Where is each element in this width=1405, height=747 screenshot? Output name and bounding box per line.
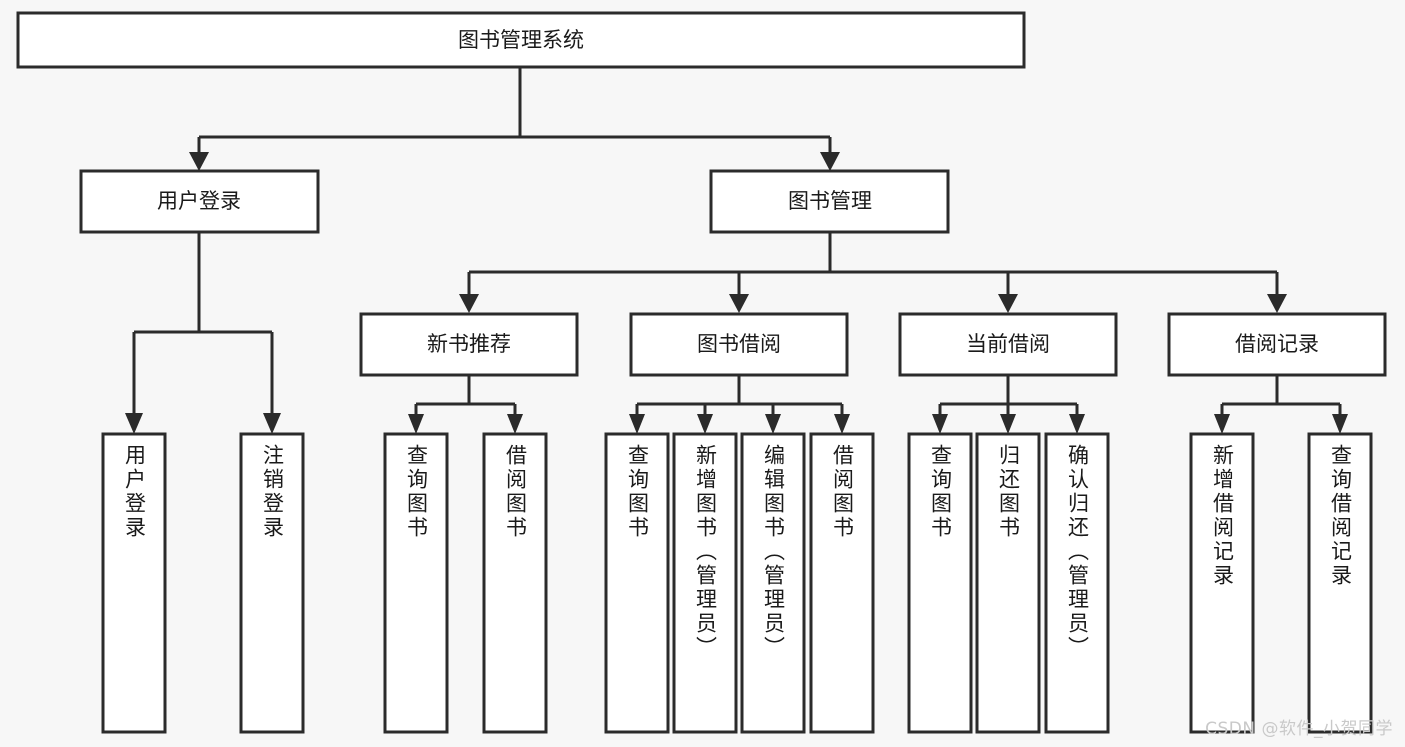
node-root-label: 图书管理系统: [458, 28, 584, 52]
leaf-box-user-login-2[interactable]: [239, 432, 305, 734]
leaf-boxes-book-borrow: [604, 432, 875, 734]
node-current-borrow-label: 当前借阅: [966, 332, 1050, 356]
node-book-borrow-box[interactable]: [629, 312, 849, 377]
node-current-borrow-box[interactable]: [898, 312, 1118, 377]
arrow-head-icon: [765, 414, 781, 434]
connector-group-book-manage: [459, 232, 1287, 313]
leaf-box-current-borrow-3[interactable]: [1044, 432, 1110, 734]
leaf-box-book-borrow-4[interactable]: [809, 432, 875, 734]
arrow-head-icon: [729, 294, 749, 313]
arrow-head-icon: [697, 414, 713, 434]
node-root-box[interactable]: [16, 11, 1026, 69]
node-borrow-record-box[interactable]: [1167, 312, 1387, 377]
connector-group-user-login: [125, 232, 281, 434]
node-book-borrow-label: 图书借阅: [697, 332, 781, 356]
watermark: CSDN @软件_小贺同学: [1205, 719, 1393, 739]
leaf-boxes-user-login: [101, 432, 305, 734]
connector-group-book-borrow: [629, 375, 850, 434]
node-new-book-box[interactable]: [359, 312, 579, 377]
connector-group-borrow-record: [1214, 375, 1348, 434]
leaf-box-book-borrow-1[interactable]: [604, 432, 670, 734]
node-book-manage[interactable]: 图书管理: [709, 169, 950, 234]
leaf-boxes-current-borrow: [907, 432, 1110, 734]
arrow-head-icon: [189, 152, 209, 171]
connector-group-new-book: [408, 375, 523, 434]
connector-group-current-borrow: [932, 375, 1085, 434]
node-book-manage-label: 图书管理: [788, 189, 872, 213]
leaf-box-current-borrow-2[interactable]: [975, 432, 1041, 734]
arrow-head-icon: [834, 414, 850, 434]
node-user-login-label: 用户登录: [157, 189, 241, 213]
arrow-head-icon: [263, 413, 281, 434]
node-book-borrow[interactable]: 图书借阅: [629, 312, 849, 377]
leaf-boxes-new-book: [383, 432, 548, 734]
node-root[interactable]: 图书管理系统: [16, 11, 1026, 69]
node-new-book[interactable]: 新书推荐: [359, 312, 579, 377]
node-user-login-box[interactable]: [79, 169, 320, 234]
connector-group-root: [189, 67, 840, 171]
leaf-box-current-borrow-1[interactable]: [907, 432, 973, 734]
arrow-head-icon: [408, 414, 424, 434]
leaf-box-borrow-record-1[interactable]: [1189, 432, 1255, 734]
leaf-box-user-login-1[interactable]: [101, 432, 167, 734]
node-borrow-record[interactable]: 借阅记录: [1167, 312, 1387, 377]
node-book-manage-box[interactable]: [709, 169, 950, 234]
leaf-box-borrow-record-2[interactable]: [1307, 432, 1373, 734]
leaf-box-new-book-1[interactable]: [383, 432, 449, 734]
arrow-head-icon: [629, 414, 645, 434]
arrow-head-icon: [820, 152, 840, 171]
arrow-head-icon: [459, 294, 479, 313]
arrow-head-icon: [1069, 414, 1085, 434]
node-new-book-label: 新书推荐: [427, 332, 511, 356]
leaf-box-book-borrow-2[interactable]: [672, 432, 738, 734]
leaf-box-book-borrow-3[interactable]: [740, 432, 806, 734]
arrow-head-icon: [1000, 414, 1016, 434]
arrow-head-icon: [1267, 294, 1287, 313]
arrow-head-icon: [125, 413, 143, 434]
arrow-head-icon: [507, 414, 523, 434]
node-user-login[interactable]: 用户登录: [79, 169, 320, 234]
arrow-head-icon: [1214, 414, 1230, 434]
arrow-head-icon: [932, 414, 948, 434]
arrow-head-icon: [1332, 414, 1348, 434]
leaf-boxes-borrow-record: [1189, 432, 1373, 734]
node-current-borrow[interactable]: 当前借阅: [898, 312, 1118, 377]
node-borrow-record-label: 借阅记录: [1235, 332, 1319, 356]
arrow-head-icon: [998, 294, 1018, 313]
leaf-box-new-book-2[interactable]: [482, 432, 548, 734]
